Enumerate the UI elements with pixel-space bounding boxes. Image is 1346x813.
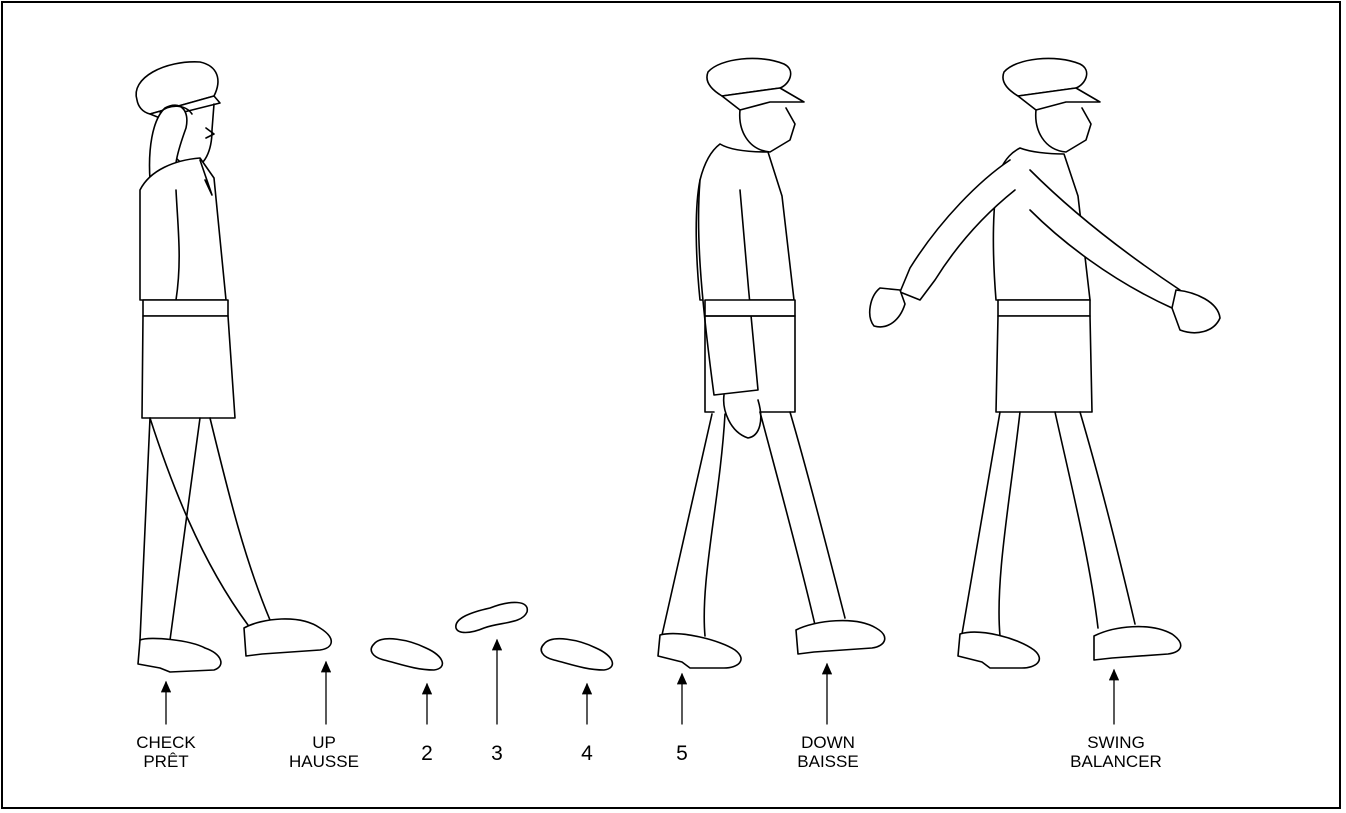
label-up-line1: UP [312,733,336,752]
label-3: 3 [477,742,517,766]
swinging-soldier-figure [868,57,1221,669]
label-check-line2: PRÊT [143,752,189,772]
label-up: UP HAUSSE [254,733,394,771]
pointer-arrows [160,638,1120,725]
label-2: 2 [407,742,447,766]
label-down-line2: BAISSE [797,752,859,772]
walking-soldier-figure [657,57,886,669]
label-check: CHECK PRÊT [96,733,236,771]
footprint-3 [455,601,528,634]
label-2-text: 2 [421,742,433,765]
label-down-line1: DOWN [801,733,855,752]
footprint-2 [370,637,444,671]
label-swing-line2: BALANCER [1070,752,1162,772]
label-down: DOWN BAISSE [758,733,898,771]
label-5: 5 [662,742,702,766]
footprints [370,601,614,671]
label-swing-line1: SWING [1087,733,1145,752]
saluting-soldier-figure [135,61,333,673]
footprint-4 [540,637,614,671]
label-4: 4 [567,742,607,766]
label-up-line2: HAUSSE [289,752,359,772]
label-5-text: 5 [676,742,688,765]
label-check-line1: CHECK [136,733,196,752]
label-swing: SWING BALANCER [1046,733,1186,771]
label-3-text: 3 [491,742,503,765]
label-4-text: 4 [581,742,593,765]
